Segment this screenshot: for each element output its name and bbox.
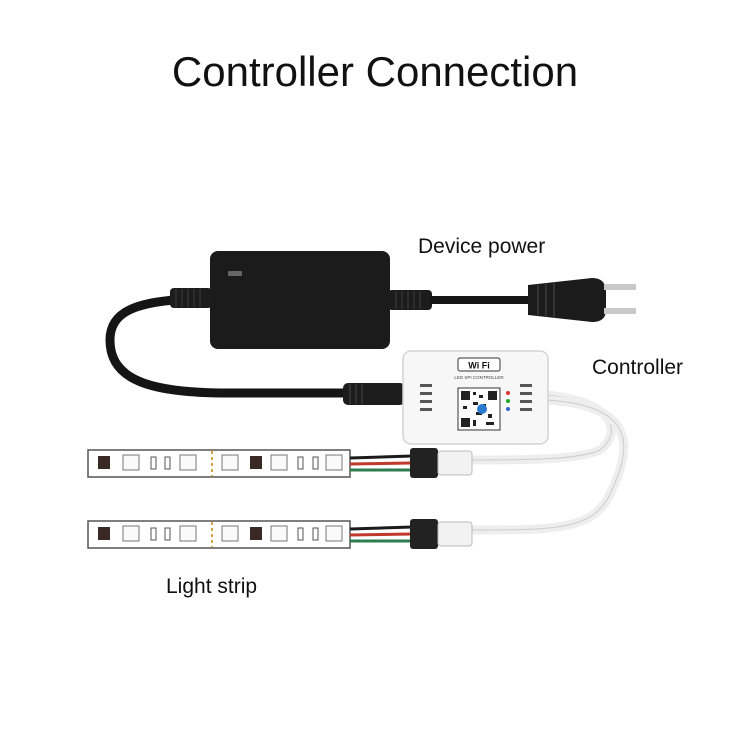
adapter-strain-relief-right [388, 290, 432, 310]
light-strip-1 [87, 449, 351, 478]
strip-2-wires [349, 525, 413, 543]
power-output-cable [105, 293, 350, 398]
status-led-red [506, 391, 510, 395]
strip-2-connector-male [437, 521, 473, 547]
output-cable-2-shade [469, 399, 625, 531]
ac-plug [528, 278, 606, 322]
adapter-strain-relief-left [170, 288, 212, 308]
dc-connector [343, 383, 405, 405]
plug-prong-bottom [604, 308, 636, 314]
controller-subtitle: LED SPI CONTROLLER [454, 375, 504, 380]
plug-prong-top [604, 284, 636, 290]
light-strip-label: Light strip [166, 575, 258, 598]
device-power-label: Device power [418, 235, 546, 258]
adapter-led [228, 271, 242, 276]
wifi-badge-text: Wi Fi [468, 361, 489, 371]
diagram-title: Controller Connection [171, 48, 579, 95]
strip-2-connector-female [410, 519, 438, 549]
status-led-blue [506, 407, 510, 411]
power-adapter [210, 251, 390, 349]
strip-1-connector-male [437, 450, 473, 476]
light-strip-2 [87, 520, 351, 549]
wifi-badge [457, 357, 501, 372]
strip-1-wires [349, 454, 413, 472]
bluetooth-logo [477, 404, 487, 414]
controller-label: Controller [592, 356, 684, 379]
status-led-green [506, 399, 510, 403]
strip-1-connector-female [410, 448, 438, 478]
